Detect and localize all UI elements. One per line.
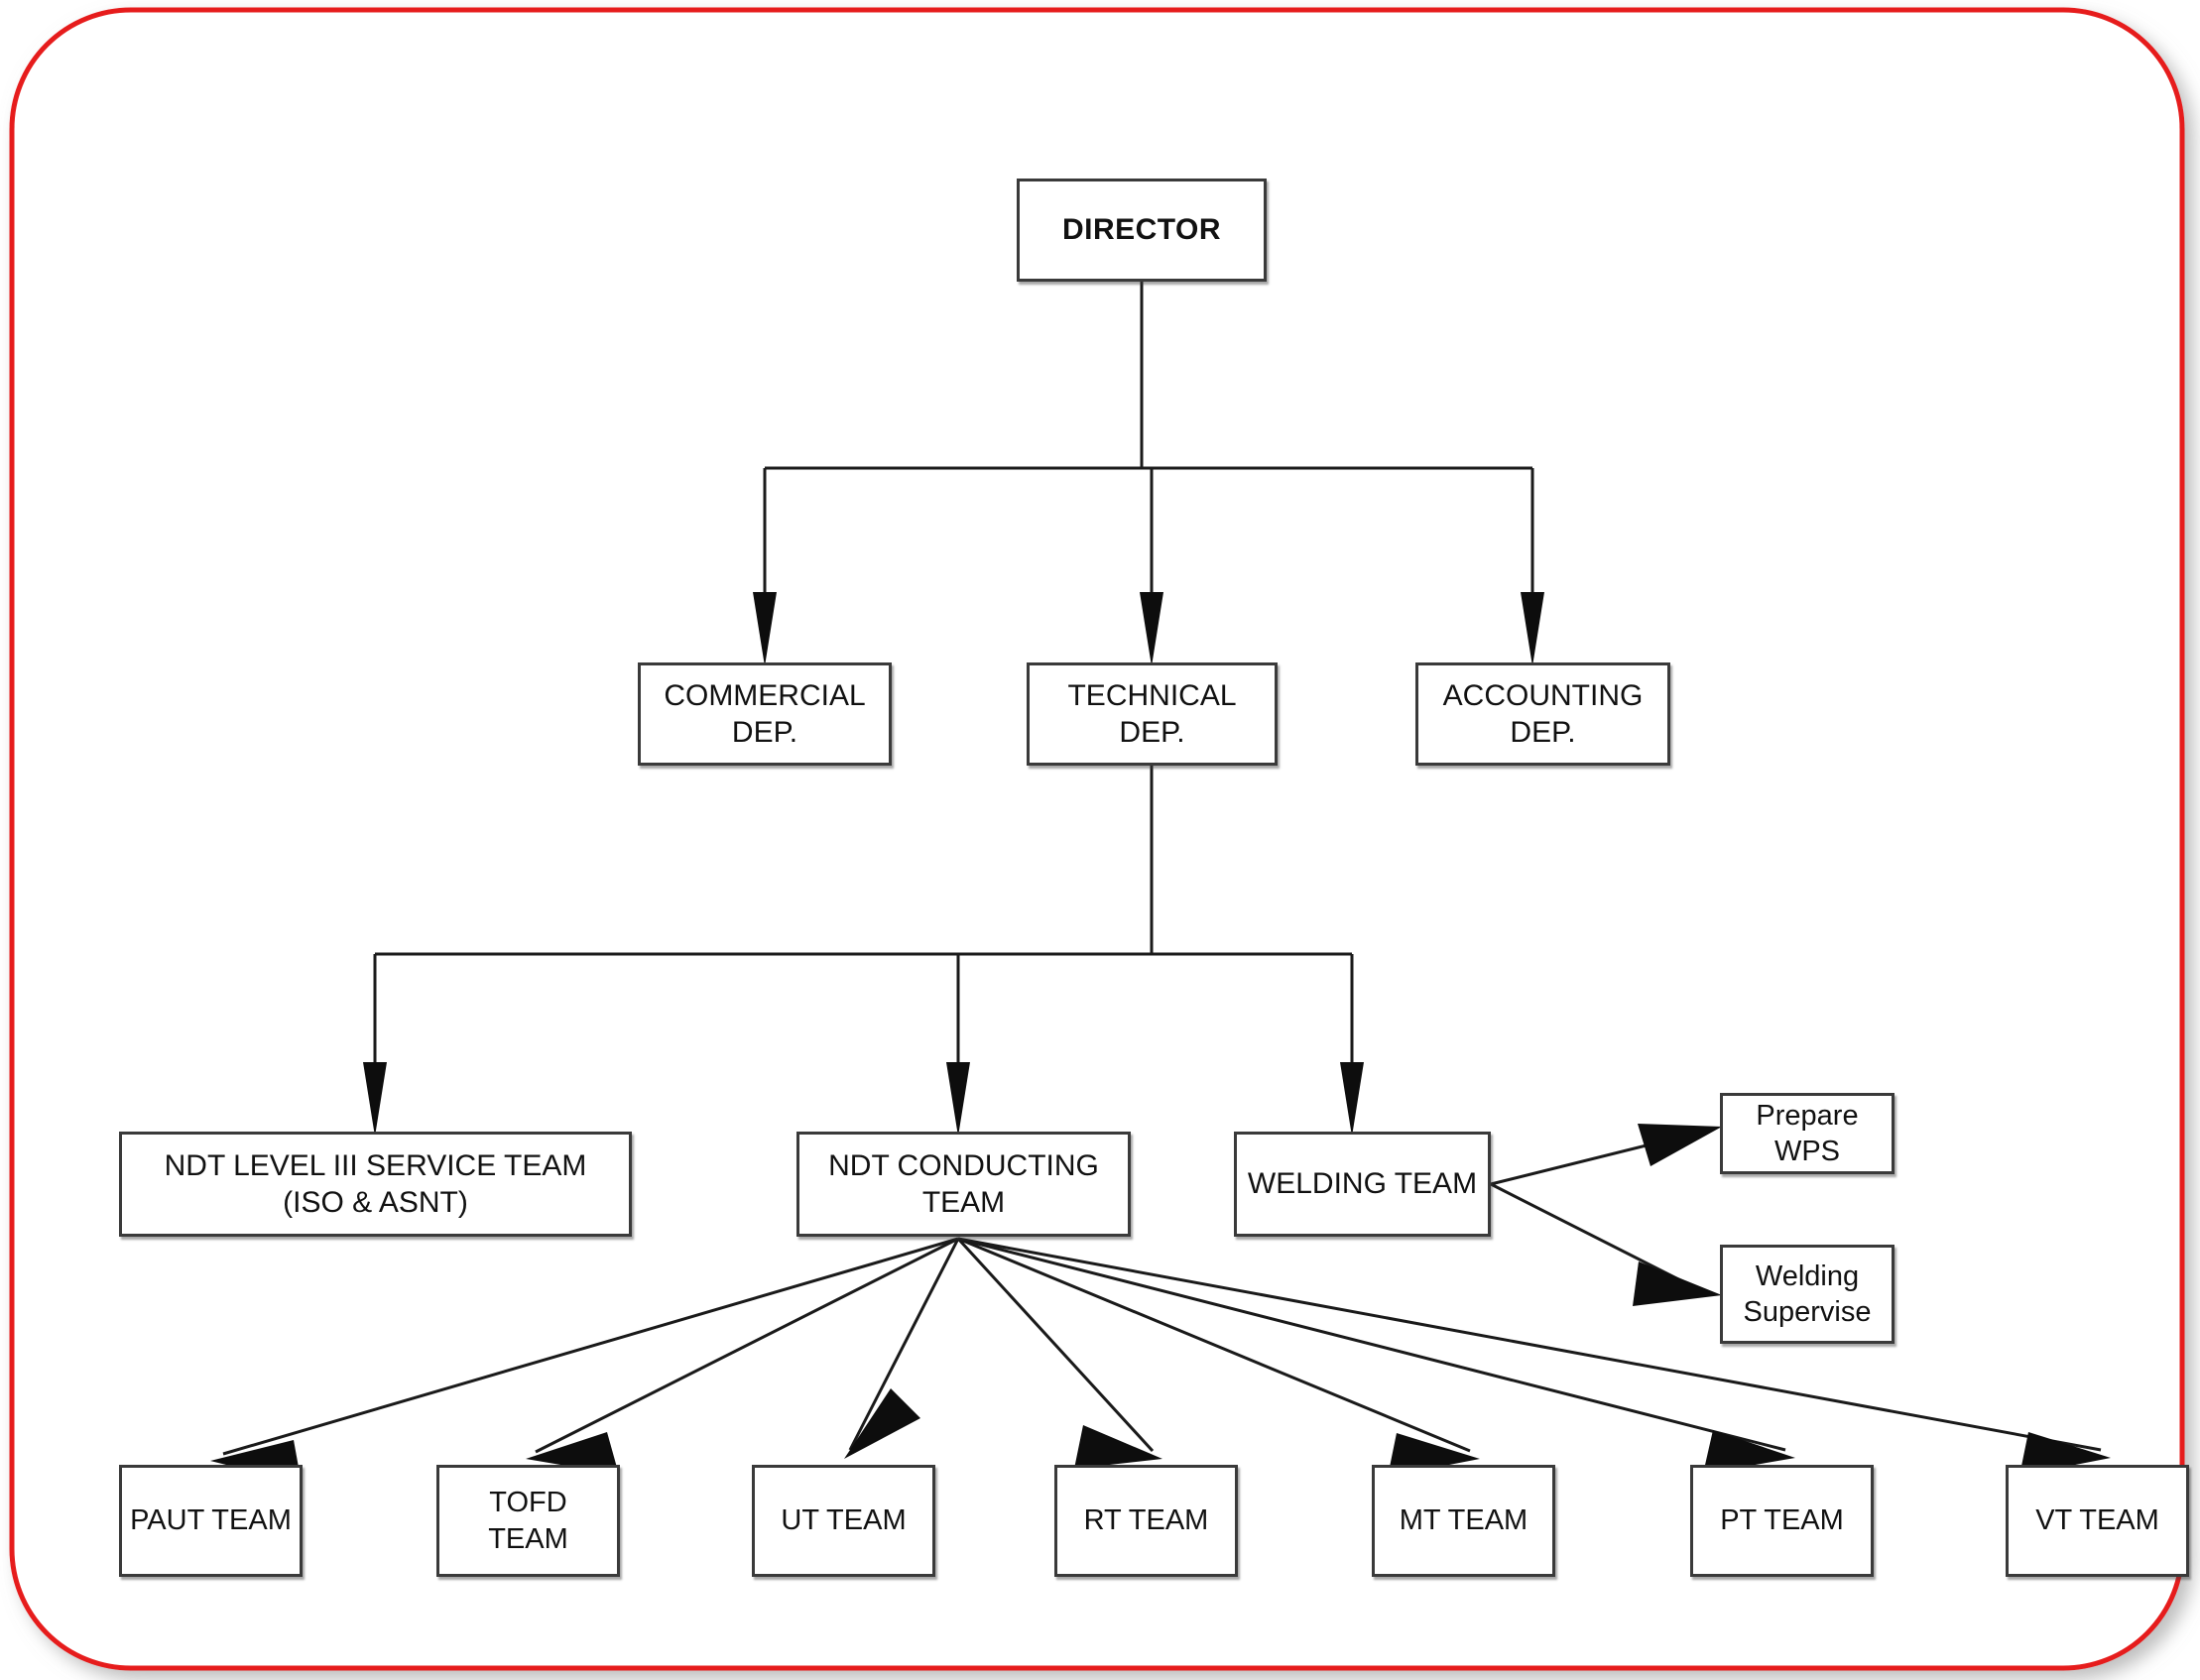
node-commercial-dep[interactable]: COMMERCIAL DEP. [638, 662, 892, 766]
node-label: COMMERCIAL DEP. [664, 678, 866, 750]
node-vt-team[interactable]: VT TEAM [2006, 1465, 2189, 1577]
node-label: Prepare WPS [1756, 1099, 1859, 1167]
node-label: VT TEAM [2035, 1504, 2159, 1537]
node-label: PAUT TEAM [130, 1504, 292, 1537]
node-label: NDT LEVEL III SERVICE TEAM (ISO & ASNT) [164, 1148, 587, 1220]
node-rt-team[interactable]: RT TEAM [1054, 1465, 1238, 1577]
node-label: TOFD TEAM [488, 1487, 568, 1555]
node-ndt-conducting-team[interactable]: NDT CONDUCTING TEAM [796, 1132, 1131, 1237]
node-label: WELDING TEAM [1247, 1167, 1478, 1201]
node-welding-supervise[interactable]: Welding Supervise [1720, 1245, 1894, 1344]
node-prepare-wps[interactable]: Prepare WPS [1720, 1093, 1894, 1174]
node-label: UT TEAM [781, 1504, 907, 1537]
node-ndt-level-iii-service-team[interactable]: NDT LEVEL III SERVICE TEAM (ISO & ASNT) [119, 1132, 632, 1237]
node-paut-team[interactable]: PAUT TEAM [119, 1465, 303, 1577]
node-label: TECHNICAL DEP. [1067, 678, 1237, 750]
node-mt-team[interactable]: MT TEAM [1372, 1465, 1555, 1577]
node-label: RT TEAM [1083, 1504, 1209, 1537]
node-label: ACCOUNTING DEP. [1442, 678, 1644, 750]
node-director[interactable]: DIRECTOR [1017, 179, 1267, 282]
node-label: NDT CONDUCTING TEAM [828, 1148, 1099, 1220]
node-pt-team[interactable]: PT TEAM [1690, 1465, 1874, 1577]
node-tofd-team[interactable]: TOFD TEAM [436, 1465, 620, 1577]
node-label: MT TEAM [1399, 1504, 1528, 1537]
node-label: Welding Supervise [1743, 1260, 1872, 1328]
node-ut-team[interactable]: UT TEAM [752, 1465, 935, 1577]
node-accounting-dep[interactable]: ACCOUNTING DEP. [1415, 662, 1670, 766]
node-label: DIRECTOR [1061, 213, 1222, 247]
node-label: PT TEAM [1720, 1504, 1844, 1537]
node-technical-dep[interactable]: TECHNICAL DEP. [1027, 662, 1278, 766]
node-welding-team[interactable]: WELDING TEAM [1234, 1132, 1491, 1237]
